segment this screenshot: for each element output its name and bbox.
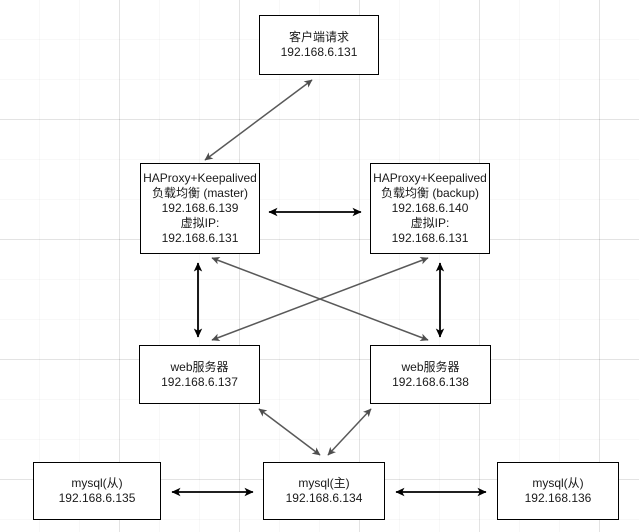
node-web1-line-1: web服务器 <box>170 359 229 374</box>
node-master-line-2: 负载均衡 (master) <box>151 186 248 200</box>
node-web2-line-1: web服务器 <box>401 359 460 374</box>
node-mysql-slave-135-line-1: mysql(从) <box>71 476 123 490</box>
node-mysql-master-134-line-2: 192.168.6.134 <box>285 491 363 505</box>
node-mysql-slave-135[interactable]: mysql(从) 192.168.6.135 <box>33 462 161 520</box>
edge-master-to-client <box>204 79 313 161</box>
node-mysql-slave-135-line-2: 192.168.6.135 <box>58 491 136 505</box>
node-web1-line-2: 192.168.6.137 <box>161 374 238 389</box>
edge-web1-to-mysql-master <box>258 408 321 456</box>
node-backup-line-4: 虚拟IP: <box>410 216 450 230</box>
edge-master-to-web2 <box>211 257 429 341</box>
node-backup-line-1: HAProxy+Keepalived <box>373 171 487 185</box>
node-mysql-slave-136[interactable]: mysql(从) 192.168.136 <box>497 462 619 520</box>
node-haproxy-keepalived-master[interactable]: HAProxy+Keepalived 负载均衡 (master) 192.168… <box>140 163 260 254</box>
node-web-server-138[interactable]: web服务器 192.168.6.138 <box>370 345 491 404</box>
node-backup-line-5: 192.168.6.131 <box>391 231 469 245</box>
node-master-line-1: HAProxy+Keepalived <box>143 171 257 185</box>
node-client-request[interactable]: 客户端请求 192.168.6.131 <box>259 15 379 75</box>
node-mysql-slave-136-line-2: 192.168.136 <box>524 491 592 505</box>
node-web2-line-2: 192.168.6.138 <box>392 374 469 389</box>
node-master-line-3: 192.168.6.139 <box>161 201 239 215</box>
node-mysql-slave-136-line-1: mysql(从) <box>532 476 584 490</box>
node-client-request-line-2: 192.168.6.131 <box>280 45 358 59</box>
node-mysql-master-134-line-1: mysql(主) <box>298 476 350 490</box>
node-haproxy-keepalived-backup[interactable]: HAProxy+Keepalived 负载均衡 (backup) 192.168… <box>370 163 490 254</box>
node-web-server-137[interactable]: web服务器 192.168.6.137 <box>139 345 260 404</box>
node-master-line-4: 虚拟IP: <box>180 216 220 230</box>
edge-web2-to-mysql-master <box>327 408 372 456</box>
node-backup-line-3: 192.168.6.140 <box>391 201 469 215</box>
node-client-request-line-1: 客户端请求 <box>288 30 349 44</box>
edge-backup-to-web1 <box>211 257 429 341</box>
node-backup-line-2: 负载均衡 (backup) <box>380 186 480 200</box>
node-master-line-5: 192.168.6.131 <box>161 231 239 245</box>
node-mysql-master-134[interactable]: mysql(主) 192.168.6.134 <box>263 462 385 520</box>
